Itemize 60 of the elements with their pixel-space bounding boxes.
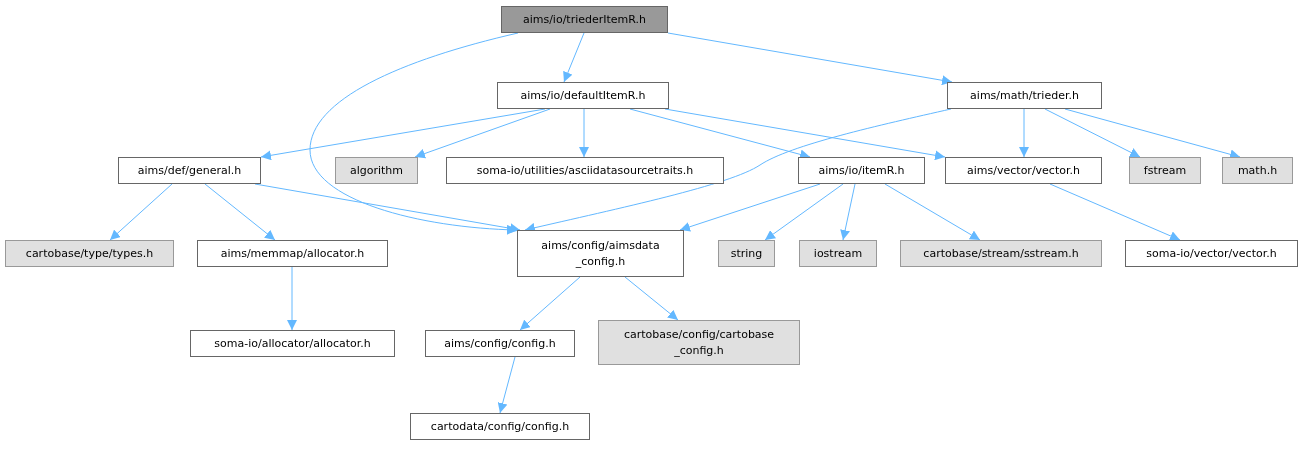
- file-box-highlighted: [501, 6, 668, 33]
- arrow: [204, 183, 276, 241]
- file-box: [118, 157, 261, 184]
- file-box: [410, 413, 590, 440]
- file-box: [497, 82, 669, 109]
- file-name: aims/math/trieder.h: [970, 87, 1079, 104]
- arrow: [563, 32, 585, 83]
- arrow: [667, 32, 953, 86]
- arrow: [497, 356, 516, 414]
- external-file-box: [1222, 157, 1293, 184]
- file-name: fstream: [1143, 162, 1187, 179]
- file-name: soma-io/allocator/allocator.h: [214, 335, 371, 352]
- arrow: [624, 276, 679, 321]
- external-file-box: [598, 320, 800, 365]
- file-box: [945, 157, 1102, 184]
- arrow: [884, 183, 981, 241]
- file-box: [947, 82, 1102, 109]
- arrow: [109, 183, 173, 241]
- file-box: [197, 240, 388, 267]
- external-file-box: [900, 240, 1102, 267]
- arrow: [1049, 183, 1181, 241]
- file-name: aims/io/itemR.h: [818, 162, 905, 179]
- file-box: [446, 157, 724, 184]
- file-name: string: [730, 245, 763, 262]
- external-file-box: [335, 157, 418, 184]
- file-name: cartobase/stream/sstream.h: [923, 245, 1079, 262]
- file-name: soma-io/vector/vector.h: [1146, 245, 1277, 262]
- file-box: [798, 157, 925, 184]
- file-name: aims/config/aimsdata _config.h: [540, 237, 661, 270]
- arrow: [287, 266, 297, 331]
- external-file-box: [799, 240, 877, 267]
- file-name: iostream: [813, 245, 863, 262]
- file-name: algorithm: [349, 162, 404, 179]
- arrow: [1044, 108, 1141, 158]
- file-name: aims/io/defaultItemR.h: [520, 87, 646, 104]
- external-file-box: [5, 240, 174, 267]
- file-box: [1125, 240, 1298, 267]
- file-name: math.h: [1237, 162, 1278, 179]
- file-name: aims/memmap/allocator.h: [220, 245, 365, 262]
- arrow: [764, 183, 844, 241]
- file-name: aims/vector/vector.h: [967, 162, 1080, 179]
- arrow: [579, 108, 589, 158]
- arrow: [840, 183, 856, 241]
- file-name: aims/def/general.h: [137, 162, 242, 179]
- arrow: [414, 108, 551, 159]
- arrow: [519, 276, 581, 331]
- file-name: cartodata/config/config.h: [430, 418, 570, 435]
- file-name: cartobase/config/cartobase _config.h: [622, 326, 776, 359]
- arrow: [309, 32, 519, 235]
- arrow: [1019, 108, 1029, 158]
- external-file-box: [718, 240, 775, 267]
- file-box: [190, 330, 395, 357]
- file-name: cartobase/type/types.h: [25, 245, 154, 262]
- file-name: aims/io/triederItemR.h: [522, 11, 647, 28]
- file-name: aims/config/config.h: [444, 335, 556, 352]
- arrow: [679, 183, 821, 232]
- file-box: [517, 230, 684, 277]
- file-box: [425, 330, 575, 357]
- external-file-box: [1129, 157, 1201, 184]
- file-name: soma-io/utilities/asciidatasourcetraits.h: [476, 162, 694, 179]
